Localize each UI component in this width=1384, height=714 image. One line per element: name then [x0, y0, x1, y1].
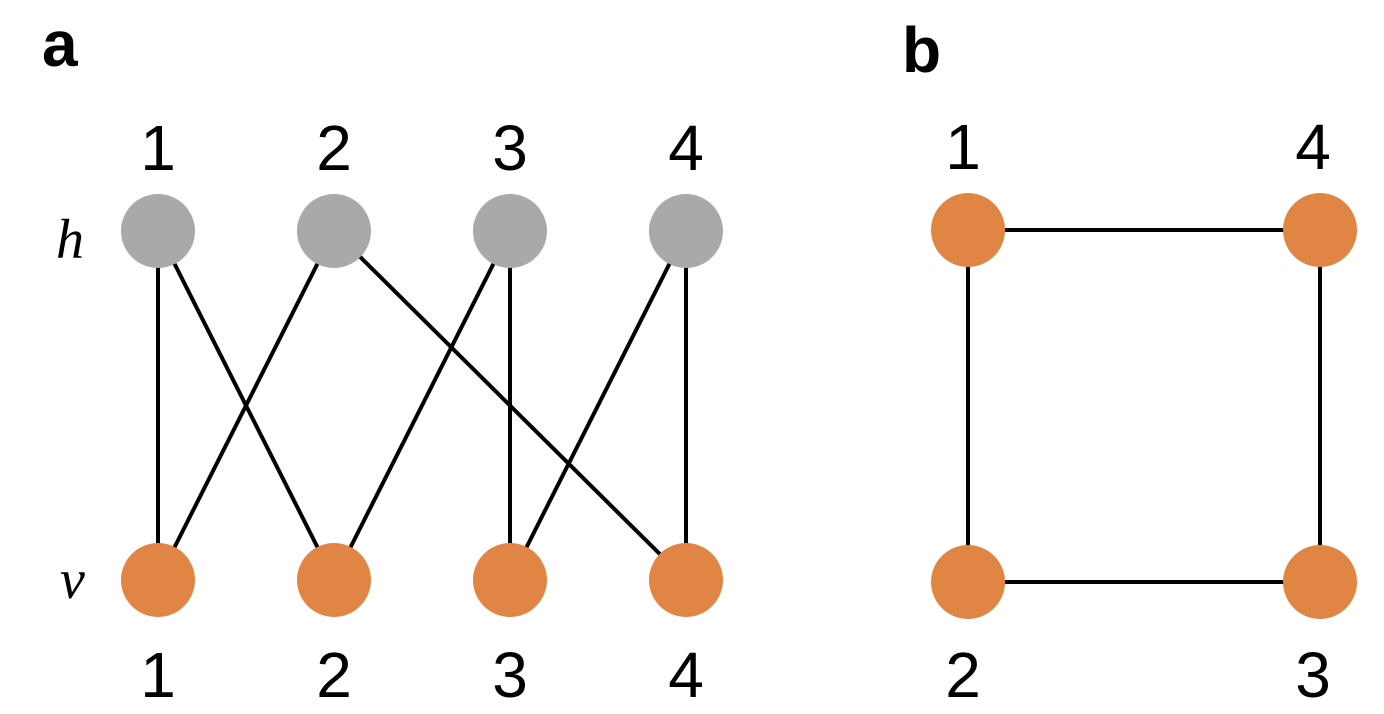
- panel-b-nodes: [931, 193, 1357, 619]
- visible-node-4-number: 4: [668, 639, 704, 711]
- hidden-node-numbers: 1 2 3 4: [140, 112, 704, 184]
- hidden-node-2: [297, 194, 371, 268]
- hidden-node-3-number: 3: [492, 112, 528, 184]
- visible-node-3-number: 3: [492, 639, 528, 711]
- visible-node-numbers: 1 2 3 4: [140, 639, 704, 711]
- panel-a-edges: [156, 229, 688, 582]
- b-node-2-number: 2: [945, 639, 981, 711]
- panel-b-label: b: [902, 14, 941, 86]
- hidden-node-3: [473, 194, 547, 268]
- hidden-node-4-number: 4: [668, 112, 704, 184]
- visible-node-4: [649, 543, 723, 617]
- b-node-4: [1283, 193, 1357, 267]
- edge-h3-v2: [332, 230, 512, 581]
- visible-row-label: v: [60, 549, 85, 611]
- b-node-2: [931, 545, 1005, 619]
- panel-b: b 1 2 3 4: [902, 14, 1357, 711]
- b-node-1-number: 1: [945, 111, 981, 183]
- b-node-3-number: 3: [1295, 639, 1331, 711]
- visible-node-3: [473, 543, 547, 617]
- b-node-1: [931, 193, 1005, 267]
- panel-a: a h v 1 2 3 4 1 2 3 4: [42, 8, 723, 711]
- edge-h2-v1: [156, 230, 336, 581]
- visible-node-1-number: 1: [140, 639, 176, 711]
- hidden-node-4: [649, 194, 723, 268]
- hidden-row-label: h: [56, 209, 84, 271]
- visible-nodes: [121, 543, 723, 617]
- b-node-4-number: 4: [1295, 111, 1331, 183]
- visible-node-2-number: 2: [316, 639, 352, 711]
- hidden-node-1: [121, 194, 195, 268]
- hidden-node-2-number: 2: [316, 112, 352, 184]
- b-node-3: [1283, 545, 1357, 619]
- hidden-node-1-number: 1: [140, 112, 176, 184]
- edge-h4-v3: [508, 230, 688, 581]
- panel-a-label: a: [42, 8, 78, 80]
- visible-node-2: [297, 543, 371, 617]
- panel-b-edges: [966, 228, 1322, 584]
- hidden-nodes: [121, 194, 723, 268]
- visible-node-1: [121, 543, 195, 617]
- panel-b-node-numbers: 1 2 3 4: [945, 111, 1331, 711]
